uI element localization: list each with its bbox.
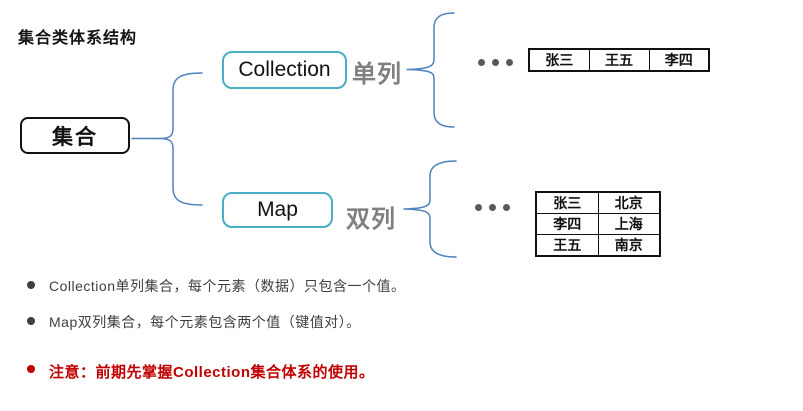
- dot-icon: [506, 59, 513, 66]
- node-collection-label: Collection: [238, 58, 331, 81]
- table-row: 李四 上海: [535, 213, 661, 235]
- note-text: Map双列集合，每个元素包含两个值（键值对）。: [49, 314, 361, 330]
- note-text: Collection单列集合，每个元素（数据）只包含一个值。: [49, 278, 406, 294]
- label-double-column: 双列: [346, 206, 396, 233]
- table-row: 王五 南京: [535, 234, 661, 257]
- node-map-label: Map: [257, 198, 298, 221]
- dot-icon: [478, 59, 485, 66]
- node-jihe-label: 集合: [52, 125, 98, 149]
- page-title: 集合类体系结构: [18, 30, 138, 47]
- table-cell: 南京: [597, 234, 661, 257]
- dot-icon: [489, 204, 496, 211]
- map-entries-table: 张三 北京 李四 上海 王五 南京: [535, 191, 661, 257]
- ellipsis-icon-map: [475, 204, 510, 211]
- note-warning: 注意：前期先掌握Collection集合体系的使用。: [27, 361, 375, 382]
- dot-icon: [492, 59, 499, 66]
- bullet-icon: [27, 365, 35, 373]
- table-cell: 张三: [528, 48, 590, 72]
- note-collection: Collection单列集合，每个元素（数据）只包含一个值。: [27, 276, 405, 296]
- table-cell: 上海: [597, 213, 661, 235]
- dot-icon: [475, 204, 482, 211]
- table-row: 张三 北京: [535, 191, 661, 214]
- label-single-column: 单列: [352, 61, 402, 88]
- table-cell: 王五: [535, 234, 599, 257]
- bullet-icon: [27, 317, 35, 325]
- table-cell: 北京: [597, 191, 661, 214]
- table-cell: 张三: [535, 191, 599, 214]
- table-cell: 李四: [535, 213, 599, 235]
- bullet-icon: [27, 281, 35, 289]
- ellipsis-icon-collection: [478, 59, 513, 66]
- dot-icon: [503, 204, 510, 211]
- node-map: Map: [222, 192, 333, 228]
- root-brace-icon: [159, 72, 203, 206]
- collection-elements-table: 张三 王五 李四: [528, 48, 710, 72]
- node-jihe: 集合: [20, 117, 130, 154]
- table-cell: 王五: [588, 48, 650, 72]
- table-row: 张三 王五 李四: [528, 48, 710, 72]
- collection-brace-icon: [406, 12, 455, 128]
- node-collection: Collection: [222, 51, 347, 89]
- table-cell: 李四: [648, 48, 710, 72]
- note-text: 注意：前期先掌握Collection集合体系的使用。: [49, 364, 375, 381]
- note-map: Map双列集合，每个元素包含两个值（键值对）。: [27, 312, 361, 332]
- map-brace-icon: [403, 160, 457, 258]
